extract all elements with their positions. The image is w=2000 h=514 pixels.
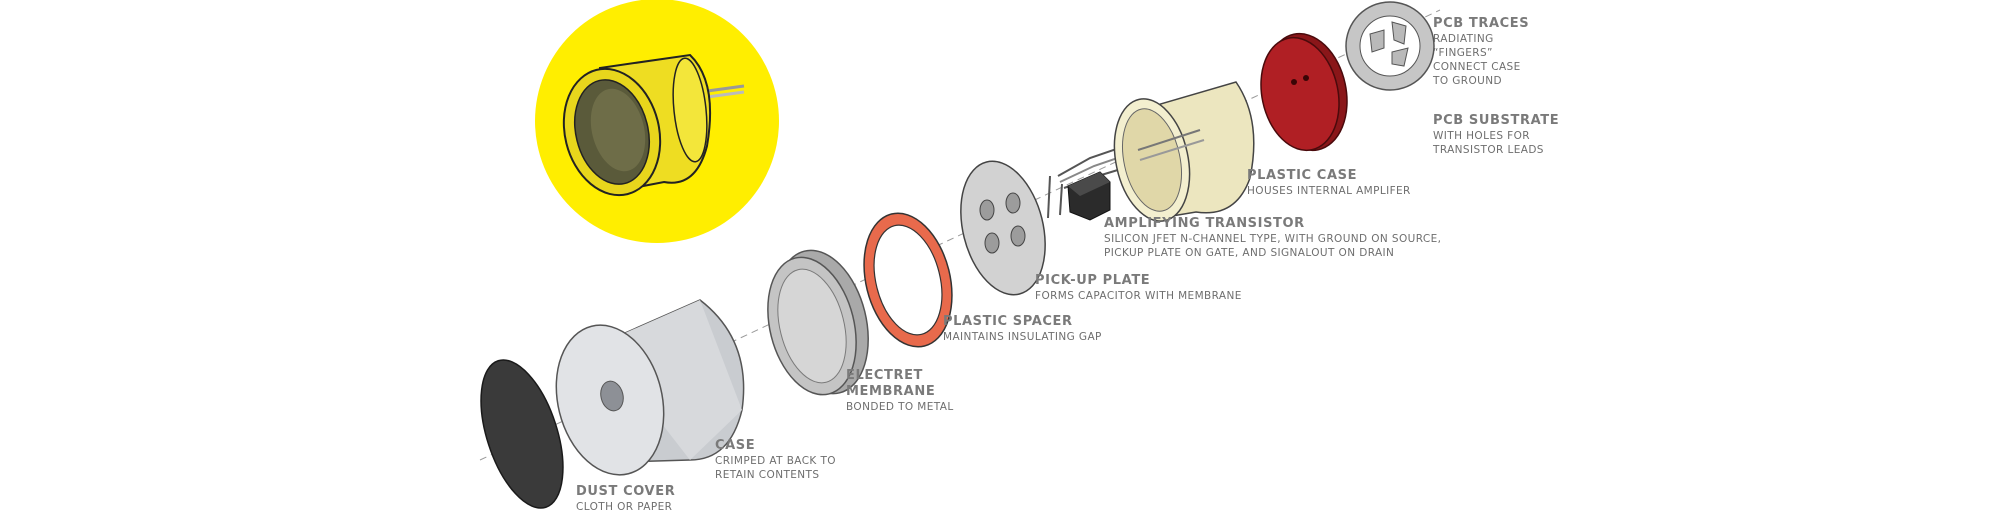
case-cylinder [541, 300, 743, 486]
pickup-plate-hole [980, 200, 994, 220]
label-desc: HOUSES INTERNAL AMPLIFER [1247, 184, 1411, 198]
pcb-traces-disc [1338, 0, 1442, 98]
label-amplifying-transistor: AMPLIFYING TRANSISTOR SILICON JFET N-CHA… [1104, 216, 1441, 260]
label-desc: WITH HOLES FOR [1433, 129, 1559, 143]
label-plastic-case: PLASTIC CASE HOUSES INTERNAL AMPLIFER [1247, 168, 1411, 198]
label-desc: PICKUP PLATE ON GATE, AND SIGNALOUT ON D… [1104, 246, 1441, 260]
label-desc: MAINTAINS INSULATING GAP [943, 330, 1102, 344]
label-desc: CONNECT CASE [1433, 60, 1529, 74]
label-desc: TO GROUND [1433, 74, 1529, 88]
label-title: PICK-UP PLATE [1035, 273, 1242, 289]
label-desc: BONDED TO METAL [846, 400, 954, 414]
label-title: DUST COVER [576, 484, 675, 500]
pickup-plate-hole [1006, 193, 1020, 213]
assembled-microphone [535, 0, 779, 243]
label-desc: “FINGERS” [1433, 46, 1529, 60]
label-desc: FORMS CAPACITOR WITH MEMBRANE [1035, 289, 1242, 303]
pcb-substrate-disc [1251, 26, 1357, 158]
label-plastic-spacer: PLASTIC SPACER MAINTAINS INSULATING GAP [943, 314, 1102, 344]
label-title: AMPLIFYING TRANSISTOR [1104, 216, 1441, 232]
plastic-case-cylinder [1104, 82, 1254, 228]
label-electret-membrane: ELECTRET MEMBRANE BONDED TO METAL [846, 368, 954, 414]
pickup-plate-hole [985, 233, 999, 253]
label-title: PCB TRACES [1433, 16, 1529, 32]
label-desc: SILICON JFET N-CHANNEL TYPE, WITH GROUND… [1104, 232, 1441, 246]
pickup-plate-hole [1011, 226, 1025, 246]
label-pcb-substrate: PCB SUBSTRATE WITH HOLES FOR TRANSISTOR … [1433, 113, 1559, 157]
label-desc: RETAIN CONTENTS [715, 468, 836, 482]
label-pcb-traces: PCB TRACES RADIATING “FINGERS” CONNECT C… [1433, 16, 1529, 88]
label-case: CASE CRIMPED AT BACK TO RETAIN CONTENTS [715, 438, 836, 482]
label-desc: RADIATING [1433, 32, 1529, 46]
label-title: ELECTRET [846, 368, 954, 384]
label-desc: CRIMPED AT BACK TO [715, 454, 836, 468]
pcb-lead-hole [1303, 75, 1309, 81]
label-title: PCB SUBSTRATE [1433, 113, 1559, 129]
label-title: PLASTIC SPACER [943, 314, 1102, 330]
label-dust-cover: DUST COVER CLOTH OR PAPER [576, 484, 675, 514]
label-desc: TRANSISTOR LEADS [1433, 143, 1559, 157]
label-title: MEMBRANE [846, 384, 954, 400]
pcb-lead-hole [1291, 79, 1297, 85]
label-pickup-plate: PICK-UP PLATE FORMS CAPACITOR WITH MEMBR… [1035, 273, 1242, 303]
label-title: CASE [715, 438, 836, 454]
label-title: PLASTIC CASE [1247, 168, 1411, 184]
